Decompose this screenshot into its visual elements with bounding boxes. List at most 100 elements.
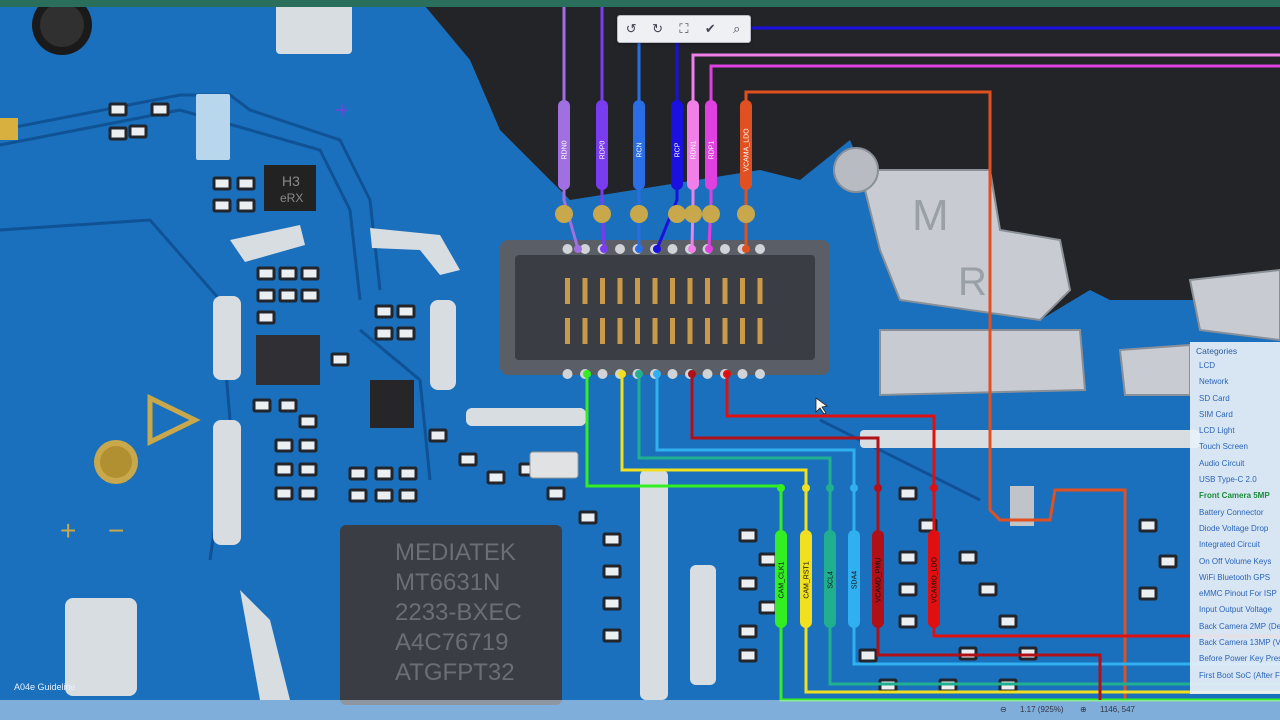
connector-pad [580,244,590,254]
connector-pin [670,278,675,304]
signal-node [574,245,582,253]
smd-component [298,414,318,429]
category-item[interactable]: USB Type-C 2.0 [1199,475,1257,485]
signal-label: VCAMD_PMU [876,558,883,603]
zoom-level: 1.17 (925%) [1020,705,1064,714]
category-item[interactable]: Touch Screen [1199,442,1248,452]
category-item[interactable]: Audio Circuit [1199,458,1245,468]
smd-component [108,102,128,117]
smd-component [546,486,566,501]
rotate-right-icon[interactable]: ↻ [652,21,664,36]
smd-component [898,614,918,629]
svg-text:+: + [60,515,76,546]
smd-component [108,126,128,141]
smd-component [578,510,598,525]
signal-label-pill [558,100,570,190]
test-point [593,205,611,223]
signal-node [653,245,661,253]
smd-component [858,648,878,663]
test-point [684,205,702,223]
category-item[interactable]: Back Camera 13MP (V [1199,638,1280,648]
category-item[interactable]: SIM Card [1199,409,1233,419]
smd-component [374,304,394,319]
checkmark-icon[interactable]: ✔ [704,21,716,36]
connector-pin [757,318,763,344]
smd-component [738,576,758,591]
zoom-out-icon[interactable]: ⊖ [1000,705,1007,714]
connector-pad [755,369,765,379]
svg-text:−: − [108,515,124,546]
fit-screen-icon[interactable]: ⛶ [679,21,689,36]
category-item[interactable]: Front Camera 5MP [1199,491,1270,501]
signal-label: RCN [637,142,644,157]
connector-pin [652,318,658,344]
smd-component [300,266,320,281]
test-point [555,205,573,223]
smd-component [330,352,350,367]
smd-component [212,198,232,213]
category-item[interactable]: Diode Voltage Drop [1199,523,1269,533]
category-item[interactable]: LCD [1199,361,1216,370]
smd-component [958,550,978,565]
view-toolbar: ↺ ↻ ⛶ ✔ ⌕ [617,15,751,43]
chip-marking: MEDIATEK [395,539,516,566]
smd-component [428,428,448,443]
smd-component [278,266,298,281]
zoom-in-icon[interactable]: ⊕ [1080,705,1087,714]
signal-node [705,245,713,253]
category-item[interactable]: First Boot SoC (After F [1199,670,1280,680]
category-item[interactable]: WiFi Bluetooth GPS [1199,572,1271,582]
smd-component [398,488,418,503]
search-icon[interactable]: ⌕ [733,21,741,36]
connector-pin [600,278,605,304]
category-item[interactable]: Integrated Circuit [1199,540,1260,550]
connector-pin [617,278,623,304]
category-item[interactable]: SD Card [1199,393,1230,403]
connector-pin [565,278,570,304]
test-point [668,205,686,223]
signal-node [802,484,810,492]
signal-label: VCAMA_LDO [744,128,751,172]
signal-label-pill [687,100,699,190]
category-item[interactable]: Battery Connector [1199,507,1264,517]
signal-node [600,245,608,253]
signal-label: RDP1 [709,141,716,160]
signal-trace [709,64,1280,100]
connector-pad [667,244,678,254]
category-item[interactable]: Before Power Key Pres [1199,654,1280,664]
smd-component [918,518,938,533]
connector-pin [705,318,710,344]
smd-component [256,288,276,303]
smd-component [396,326,416,341]
category-item[interactable]: Input Output Voltage [1199,605,1272,615]
connector-pin [565,318,570,344]
signal-label: RDP0 [600,141,607,160]
signal-label-pill [740,100,752,190]
smd-component [278,288,298,303]
category-item[interactable]: Back Camera 2MP (De [1199,621,1280,631]
smd-component [758,552,778,567]
smd-component [274,438,294,453]
smd-component [348,466,368,481]
smd-component [898,550,918,565]
signal-label: RCP [675,142,682,157]
smd-component [458,452,478,467]
smd-component [150,102,170,117]
category-item[interactable]: LCD Light [1199,426,1235,436]
rotate-left-icon[interactable]: ↺ [625,21,637,36]
chip-marking: MT6631N [395,569,500,596]
category-item[interactable]: eMMC Pinout For ISP [1199,589,1277,599]
smd-component [278,398,298,413]
signal-node [635,245,643,253]
category-item[interactable]: On Off Volume Keys [1199,556,1272,566]
connector-pad [562,369,573,379]
smd-component [212,176,232,191]
smd-component [274,462,294,477]
connector-pin [722,318,728,344]
connector-pin [687,318,693,344]
connector-pad [720,244,730,254]
category-item[interactable]: Network [1199,377,1229,387]
signal-trace [725,374,1280,638]
